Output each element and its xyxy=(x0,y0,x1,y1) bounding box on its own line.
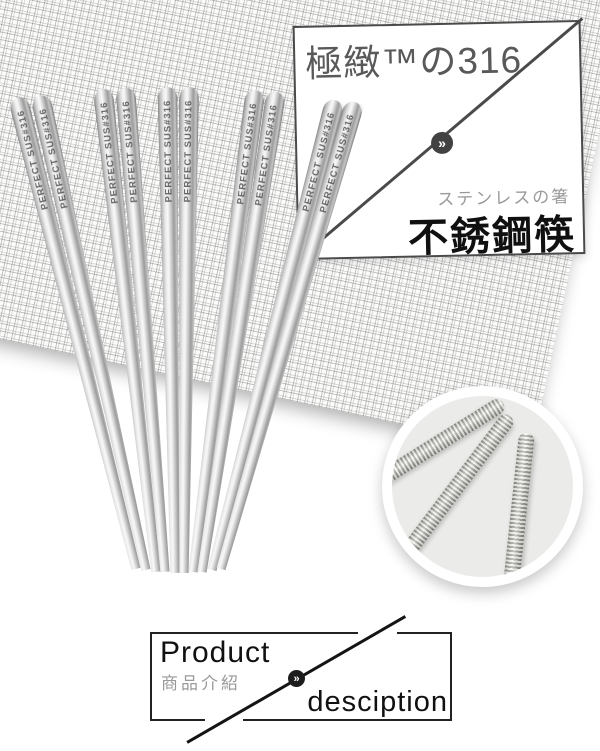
brand-headline: 極緻™の316 xyxy=(304,39,523,85)
section-title-en: Product xyxy=(160,636,271,669)
section-title-en-2: desciption xyxy=(307,686,448,718)
chopstick-engraving: PERFECT SUS#316 xyxy=(182,99,195,203)
product-section-panel xyxy=(150,632,452,721)
double-chevron-icon: » xyxy=(293,672,300,685)
detail-zoom-circle xyxy=(382,386,583,587)
product-title: 不銹鋼筷 xyxy=(407,213,577,261)
section-subtitle-zh: 商品介紹 xyxy=(161,674,241,693)
chevron-badge: » xyxy=(430,131,454,155)
section-chevron-badge: » xyxy=(288,670,305,687)
knurled-tip xyxy=(503,432,535,577)
chopstick-engraving: PERFECT SUS#316 xyxy=(162,99,175,203)
double-chevron-icon: » xyxy=(437,134,447,152)
